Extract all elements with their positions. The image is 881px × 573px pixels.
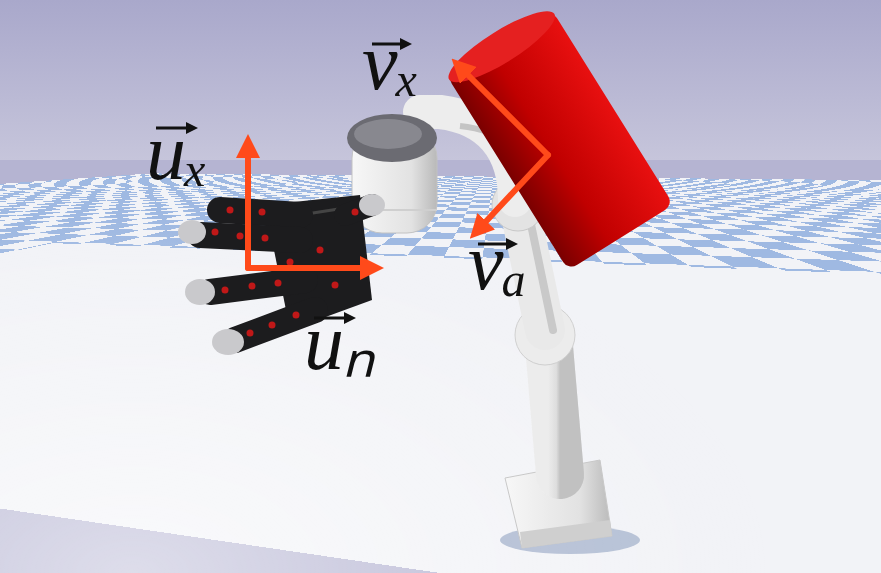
robot-wrist-cap: [347, 114, 437, 162]
vector-label: vₐ: [468, 222, 527, 302]
vector-label: uₓ: [146, 112, 209, 192]
finger-tip: [212, 329, 244, 355]
finger-tip: [178, 220, 206, 244]
vector-accent: [156, 44, 512, 318]
vector-label: vₓ: [362, 22, 420, 102]
sky: [0, 0, 881, 160]
vector-label: uₙ: [304, 302, 376, 382]
robot-finger: [235, 310, 315, 340]
floor-light: [0, 150, 881, 573]
finger-tip: [359, 194, 385, 216]
robot-wrist-cap: [354, 119, 422, 149]
finger-tip: [185, 279, 215, 305]
robot-base: [520, 520, 612, 548]
